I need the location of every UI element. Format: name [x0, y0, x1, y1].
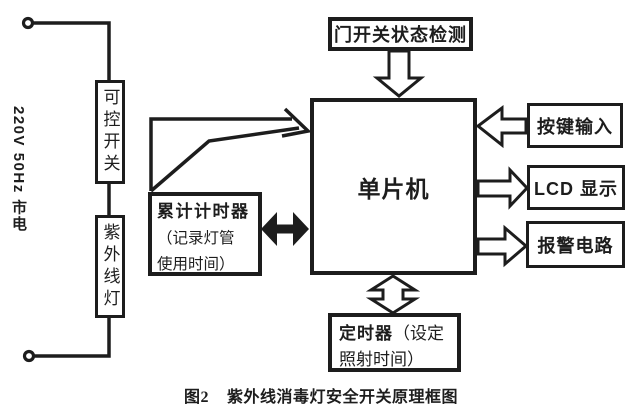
arrow-accum-to-mcu-bottom-edge [149, 126, 300, 193]
arrow-key-to-mcu-icon [475, 105, 528, 149]
figure-number: 图2 [183, 389, 209, 406]
double-arrow-accum-mcu-icon [261, 212, 309, 246]
accumulating-timer-note-line2: 使用时间） [157, 256, 235, 273]
key-input-box: 按键输入 [527, 103, 623, 148]
set-timer-note-line2: 照射时间） [339, 350, 424, 369]
arrow-mcu-to-alarm-icon [476, 224, 529, 268]
set-timer-box: 定时器（设定 照射时间） [328, 313, 461, 372]
accumulating-timer-box: 累计计时器 （记录灯管 使用时间） [148, 192, 262, 276]
arrow-door-to-mcu-icon [372, 49, 426, 98]
wire-top [33, 21, 111, 81]
door-switch-detect-label: 门开关状态检测 [334, 25, 467, 45]
door-switch-detect-box: 门开关状态检测 [328, 17, 473, 51]
lcd-display-label: LCD 显示 [534, 178, 618, 199]
double-arrow-mcu-timer-icon [365, 274, 421, 315]
mains-terminal-top-icon [21, 16, 35, 30]
set-timer-title: 定时器 [339, 324, 393, 343]
accumulating-timer-note-line1: （记录灯管 [157, 230, 235, 247]
arrow-mcu-to-lcd-icon [476, 166, 530, 210]
uv-lamp-box: 紫外线灯 [95, 215, 125, 318]
wire-bottom [34, 316, 111, 358]
mcu-label: 单片机 [357, 175, 430, 202]
uv-lamp-label: 紫外线灯 [100, 222, 120, 311]
key-input-label: 按键输入 [537, 116, 613, 137]
controllable-switch-label: 可控开关 [100, 88, 120, 176]
figure-caption: 图2 紫外线消毒灯安全开关原理框图 [0, 383, 642, 407]
mains-power-label: 220V 50Hz 市电 [10, 106, 27, 233]
alarm-circuit-box: 报警电路 [526, 221, 625, 268]
arrow-accum-to-mcu-top-edge [149, 117, 292, 191]
mains-terminal-bottom-icon [22, 349, 36, 363]
accumulating-timer-title: 累计计时器 [157, 202, 250, 221]
mcu-box: 单片机 [310, 98, 477, 275]
figure-title: 紫外线消毒灯安全开关原理框图 [227, 389, 459, 406]
set-timer-note-inline: （设定 [393, 324, 444, 343]
controllable-switch-box: 可控开关 [95, 80, 125, 184]
alarm-circuit-label: 报警电路 [537, 235, 614, 256]
arrow-accum-to-mcu-head-icon [281, 107, 312, 138]
lcd-display-box: LCD 显示 [527, 165, 625, 210]
